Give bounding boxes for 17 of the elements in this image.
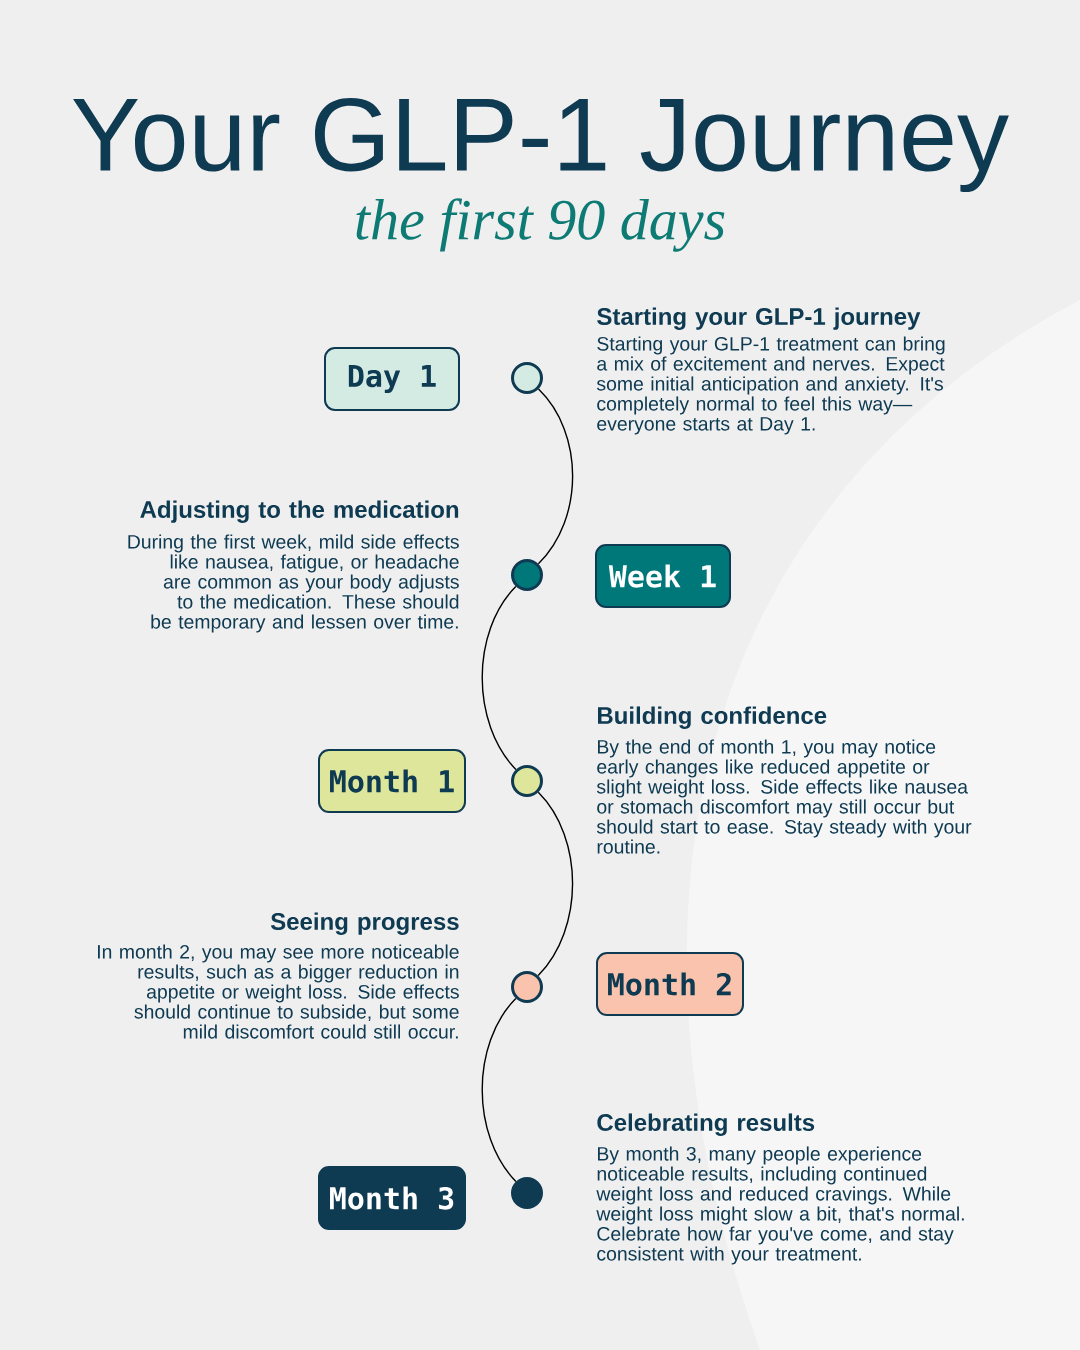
subtitle: the first 90 days [356,198,725,252]
milestone-heading: Building confidence [598,706,827,729]
milestone-description: Starting your GLP-1 treatment can bring a mix of excitement and nerves. Expect some initial anticipation and anxiety. It's completely normal to feel this way—everyone starts at Day 1. [596,336,945,435]
milestone-box: Month 3 [318,1166,466,1230]
timeline-curve [481,997,517,1183]
milestone-heading: Celebrating results [597,1113,815,1136]
milestone-box: Month 1 [318,749,466,813]
milestone-description: By the end of month 1, you may notice early changes like reduced appetite or slight weight loss. Side effects like nausea or stomach discomfort may still occur but should start to ease. Stay steady with your routine. [596,739,972,854]
milestone-box: Week 1 [595,544,731,608]
timeline-curve [537,791,574,977]
milestone-box: Month 2 [596,952,744,1016]
timeline-curve [481,585,517,771]
milestone-box: Day 1 [324,347,460,411]
milestone-heading: Adjusting to the medication [140,500,459,523]
title: Your GLP-1 Journey [73,97,1009,193]
milestone-heading: Seeing progress [270,912,459,935]
timeline-curve [537,388,574,565]
